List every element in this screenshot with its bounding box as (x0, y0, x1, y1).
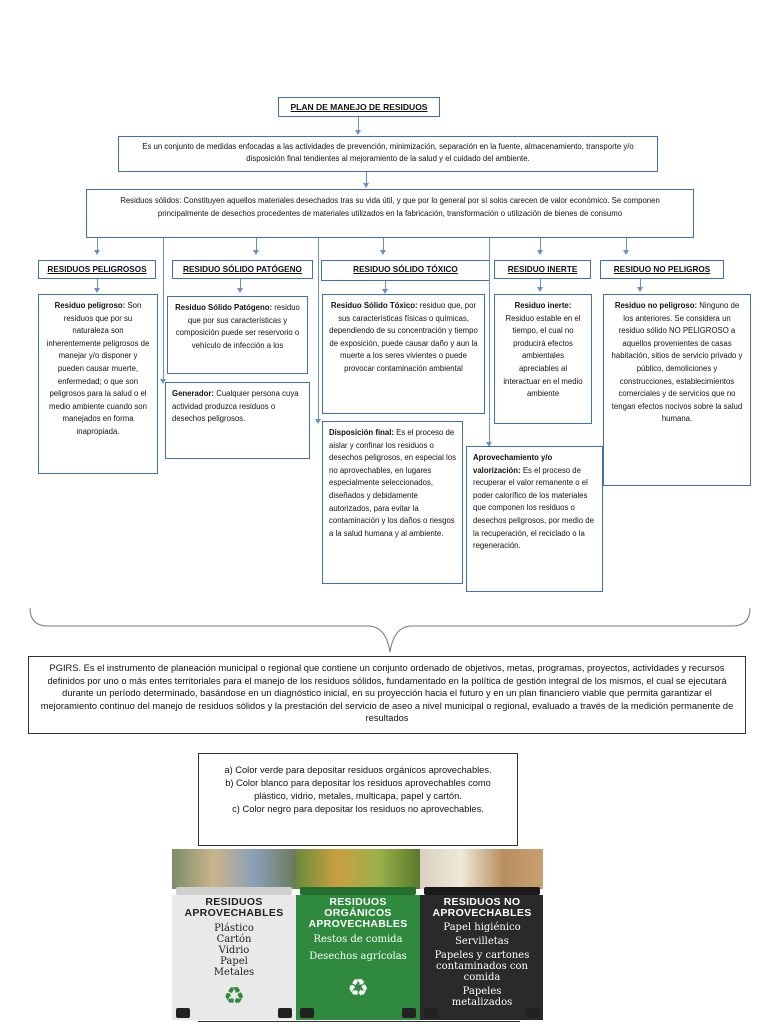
recycle-icon: ♻ (223, 983, 245, 1010)
arrow-connector (363, 172, 369, 188)
category-hazardous: RESIDUOS PELIGROSOS (38, 260, 156, 279)
definition-text: Ninguno de los anteriores. Se considera … (611, 301, 743, 424)
desc-disposal: Disposición final: Es el proceso de aisl… (322, 421, 463, 584)
wheel-icon (300, 1008, 314, 1018)
color-green-line: a) Color verde para depositar residuos o… (224, 765, 492, 775)
category-pathogenic: RESIDUO SÓLIDO PATÓGENO (172, 260, 313, 279)
term-label: Residuo inerte: (514, 301, 572, 310)
bin-item: Restos de comida (313, 934, 403, 945)
desc-pathogenic: Residuo Sólido Patógeno: residuo que por… (167, 296, 308, 374)
arrow-connector (237, 279, 243, 293)
bin-body: RESIDUOS NO APROVECHABLES Papel higiénic… (420, 895, 543, 1020)
wheel-icon (402, 1008, 416, 1018)
definition-text: Es el proceso de aislar y confinar los r… (329, 428, 456, 538)
arrow-connector (637, 279, 643, 292)
arrow-connector (382, 281, 388, 294)
desc-non-hazardous: Residuo no peligroso: Ninguno de los ant… (603, 294, 751, 486)
bin-green: RESIDUOS ORGÁNICOS APROVECHABLES Restos … (296, 849, 420, 1020)
curly-brace (29, 607, 751, 653)
solid-waste-box: Residuos sólidos: Constituyen aquellos m… (86, 189, 694, 238)
bin-contents (172, 849, 296, 889)
definition-text: Es el proceso de recuperar el valor rema… (473, 465, 594, 551)
arrow-connector (537, 279, 543, 292)
definition-text: Cualquier persona cuya actividad produzc… (172, 389, 299, 424)
bin-lid (300, 887, 416, 895)
category-non-hazardous: RESIDUO NO PELIGROS (600, 260, 724, 279)
wheel-icon (176, 1008, 190, 1018)
bin-item: Plástico (214, 923, 254, 934)
bin-item: Vidrio (218, 945, 250, 956)
color-guide-box: a) Color verde para depositar residuos o… (198, 753, 518, 846)
category-inert: RESIDUO INERTE (494, 260, 591, 279)
bin-name: RESIDUOS ORGÁNICOS APROVECHABLES (308, 896, 408, 930)
wheel-icon (424, 1008, 438, 1018)
definition-text: Residuo estable en el tiempo, el cual no… (503, 313, 583, 399)
bin-item: Cartón (216, 934, 252, 945)
term-label: Aprovechamiento y/o valorización: (473, 453, 553, 475)
desc-hazardous: Residuo peligroso: Son residuos que por … (38, 294, 158, 474)
arrow-connector (94, 279, 100, 293)
term-label: Generador: (172, 389, 215, 398)
pgirs-box: PGIRS. Es el instrumento de planeación m… (28, 656, 746, 734)
plan-title: PLAN DE MANEJO DE RESIDUOS (278, 97, 440, 117)
bin-contents (420, 849, 543, 889)
bin-body: RESIDUOS APROVECHABLES Plástico Cartón V… (172, 895, 296, 1020)
recycle-icon: ♻ (347, 975, 369, 1002)
bin-name: RESIDUOS APROVECHABLES (184, 896, 284, 919)
bin-black: RESIDUOS NO APROVECHABLES Papel higiénic… (420, 849, 543, 1020)
category-toxic: RESIDUO SÓLIDO TÓXICO (321, 260, 490, 281)
bin-lid (176, 887, 292, 895)
bin-item: Papeles y cartones contaminados con comi… (434, 950, 530, 983)
bin-item: Servilletas (455, 936, 509, 947)
arrow-connector (355, 117, 361, 135)
bin-item: Papel higiénico (443, 922, 521, 933)
arrow-connector (160, 238, 166, 384)
bin-item: Papel (220, 956, 248, 967)
definition-text: Son residuos que por su naturaleza son i… (46, 301, 150, 436)
bin-contents (296, 849, 420, 889)
bin-name: RESIDUOS NO APROVECHABLES (432, 896, 532, 919)
bin-item: Papeles metalizados (451, 986, 513, 1008)
bin-body: RESIDUOS ORGÁNICOS APROVECHABLES Restos … (296, 895, 420, 1020)
desc-recovery: Aprovechamiento y/o valorización: Es el … (466, 446, 603, 592)
arrow-connector (486, 238, 492, 447)
definition-text: residuo que por sus características y co… (175, 303, 300, 350)
desc-inert: Residuo inerte: Residuo estable en el ti… (494, 294, 592, 424)
wheel-icon (278, 1008, 292, 1018)
definition-text: residuo que, por sus características fís… (329, 301, 478, 373)
desc-generator: Generador: Cualquier persona cuya activi… (165, 382, 310, 459)
term-label: Disposición final: (329, 428, 394, 437)
bin-item: Desechos agrícolas (309, 951, 407, 962)
bin-white: RESIDUOS APROVECHABLES Plástico Cartón V… (172, 849, 296, 1020)
color-white-line: b) Color blanco para depositar los resid… (225, 778, 491, 801)
wheel-icon (526, 1008, 540, 1018)
term-label: Residuo Sólido Tóxico: (330, 301, 418, 310)
arrow-connector (380, 238, 386, 255)
bin-item: Metales (213, 967, 255, 978)
term-label: Residuo Sólido Patógeno: (175, 303, 273, 312)
arrow-connector (623, 238, 629, 255)
arrow-connector (253, 238, 259, 255)
definition-box: Es un conjunto de medidas enfocadas a la… (118, 136, 658, 172)
term-label: Residuo peligroso: (54, 301, 126, 310)
waste-bins-image: RESIDUOS APROVECHABLES Plástico Cartón V… (172, 849, 543, 1020)
term-label: Residuo no peligroso: (614, 301, 698, 310)
color-black-line: c) Color negro para depositar los residu… (232, 804, 484, 814)
arrow-connector (537, 238, 543, 255)
bin-lid (424, 887, 540, 895)
arrow-connector (315, 238, 321, 424)
arrow-connector (94, 238, 100, 255)
desc-toxic: Residuo Sólido Tóxico: residuo que, por … (322, 294, 485, 414)
divider (198, 1021, 520, 1022)
